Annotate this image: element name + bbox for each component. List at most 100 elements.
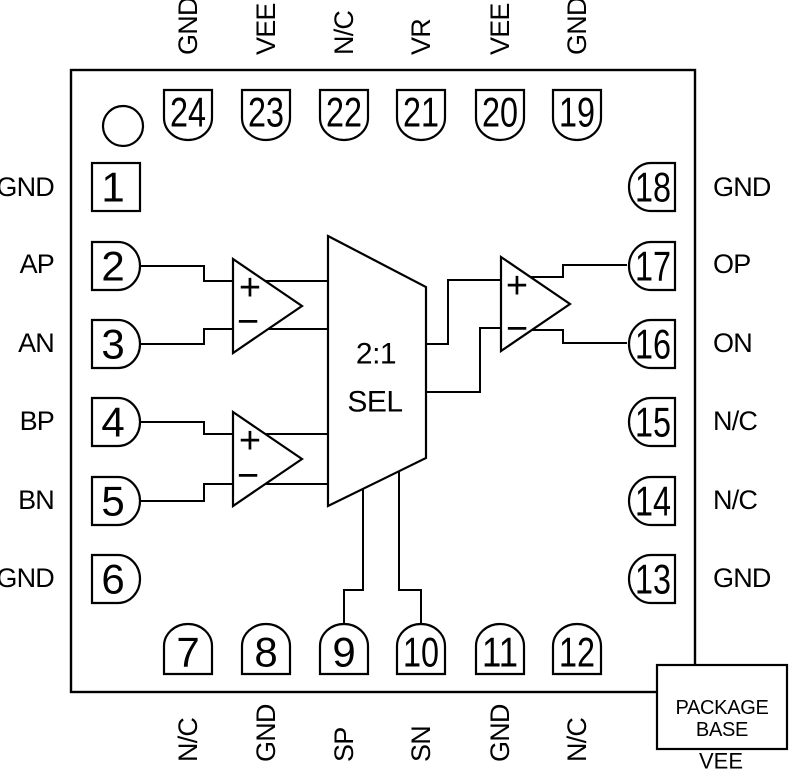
pin-16-number: 16	[635, 321, 671, 368]
pin-3-label: AN	[18, 328, 54, 358]
package-base-line1: PACKAGE	[675, 697, 768, 719]
pin-14-number: 14	[635, 478, 671, 525]
pin-17-label: OP	[713, 249, 750, 279]
pin-12-number: 12	[559, 629, 595, 676]
wire-ampC-out-upper-to-pin17	[531, 264, 627, 278]
pin-8: 8	[240, 622, 292, 676]
pin-17-pad	[627, 240, 677, 292]
amp-a: + −	[231, 256, 304, 356]
pin-15-number: 15	[635, 399, 671, 446]
amp-a-plus-sign: +	[239, 267, 261, 309]
amp-c: + −	[499, 254, 572, 354]
amp-b-plus-sign: +	[239, 420, 261, 462]
pin-20-label: VEE	[485, 3, 515, 55]
pins-bottom: 7 8 9 10 11 12	[162, 622, 603, 676]
mux-ratio-text: 2:1	[356, 338, 396, 371]
pin-14: 14	[627, 475, 677, 527]
pin-8-label: GND	[251, 704, 281, 762]
labels-left: GND AP AN BP BN GND	[0, 172, 55, 593]
pin-15-label: N/C	[713, 406, 757, 436]
pin-2-number: 2	[101, 243, 124, 290]
pin-5-label: BN	[18, 485, 54, 515]
pin-13-label: GND	[713, 563, 771, 593]
pin-22-number: 22	[326, 89, 362, 136]
pin-10: 10	[395, 622, 447, 676]
pin-2-label: AP	[20, 249, 54, 279]
pin-13: 13	[627, 553, 677, 605]
pin-1-pad	[90, 161, 142, 213]
pin-6-number: 6	[101, 556, 124, 603]
pin-10-pad	[395, 622, 447, 676]
pin-24: 24	[162, 89, 214, 142]
pin-12: 12	[551, 622, 603, 676]
pin-4: 4	[90, 396, 142, 448]
amp-b-triangle	[231, 409, 304, 509]
pin-1: 1	[90, 161, 142, 213]
pin-15: 15	[627, 396, 677, 448]
labels-top: GND VEE N/C VR VEE GND	[173, 0, 592, 55]
pin-9-pad	[318, 622, 370, 676]
pin-9: 9	[318, 622, 370, 676]
amp-c-plus-sign: +	[506, 265, 528, 307]
pin-20: 20	[474, 89, 526, 142]
pin-24-number: 24	[170, 89, 206, 136]
pin-7-label: N/C	[173, 718, 203, 762]
pins-top: 19 20 21 22 23 24	[162, 88, 603, 142]
labels-right: GND N/C N/C ON OP GND	[713, 172, 772, 593]
pin-21-pad	[395, 88, 447, 142]
wire-mux-sel-to-pin10	[398, 471, 422, 624]
pin-16: 16	[627, 318, 677, 370]
pin-18-number: 18	[635, 164, 671, 211]
pin-18-pad	[627, 161, 677, 213]
pin-8-pad	[240, 622, 292, 676]
pin-19-label: GND	[562, 0, 592, 55]
wires	[140, 264, 627, 624]
amp-b: + −	[231, 409, 304, 509]
pin-20-number: 20	[482, 89, 518, 136]
pin-23-number: 23	[248, 89, 284, 136]
pin-6: 6	[90, 553, 142, 605]
wire-mux-sel-to-pin9	[343, 489, 364, 624]
pin-22-pad	[318, 88, 370, 142]
pin-23-label: VEE	[251, 3, 281, 55]
pin-10-label: SN	[406, 726, 436, 762]
pin-1-number: 1	[101, 164, 124, 211]
pin-17-number: 17	[635, 243, 671, 290]
package-base-box	[655, 663, 789, 751]
pin-19-pad	[551, 88, 603, 142]
labels-bottom: N/C GND SP SN GND N/C	[173, 704, 592, 762]
package-outline	[69, 68, 697, 694]
amp-a-minus-sign: −	[237, 301, 259, 343]
pin-17: 17	[627, 240, 677, 292]
pin-7: 7	[162, 622, 214, 676]
pin-13-pad	[627, 553, 677, 605]
wire-pin4-to-ampB-plus	[140, 421, 233, 435]
pin-11-number: 11	[482, 629, 518, 676]
amp-a-triangle	[231, 256, 304, 356]
wire-pin3-to-ampA-minus	[140, 328, 233, 345]
pin-11-pad	[474, 622, 526, 676]
pin-14-label: N/C	[713, 485, 757, 515]
pin-4-number: 4	[101, 399, 124, 446]
pin-24-label: GND	[173, 0, 203, 55]
wire-mux-out-lower-to-ampC-minus	[426, 327, 501, 393]
pins-right: 13 14 15 16 17 18	[627, 161, 677, 605]
pin-21: 21	[395, 88, 447, 142]
pin-8-number: 8	[254, 629, 277, 676]
pin-22-label: N/C	[329, 11, 359, 55]
pin-19: 19	[551, 88, 603, 142]
pin-21-label: VR	[406, 19, 436, 55]
wire-ampC-out-lower-to-pin16	[532, 329, 627, 344]
pin-12-pad	[551, 622, 603, 676]
pin-15-pad	[627, 396, 677, 448]
pin-10-number: 10	[403, 629, 439, 676]
pin-9-label: SP	[329, 728, 359, 762]
pin-21-number: 21	[403, 89, 439, 136]
pin-11-label: GND	[485, 704, 515, 762]
pin-4-label: BP	[20, 406, 54, 436]
pin-13-number: 13	[635, 556, 671, 603]
pin-18-label: GND	[713, 172, 771, 202]
pin-1-label: GND	[0, 172, 54, 202]
pin-5-pad	[90, 475, 142, 527]
